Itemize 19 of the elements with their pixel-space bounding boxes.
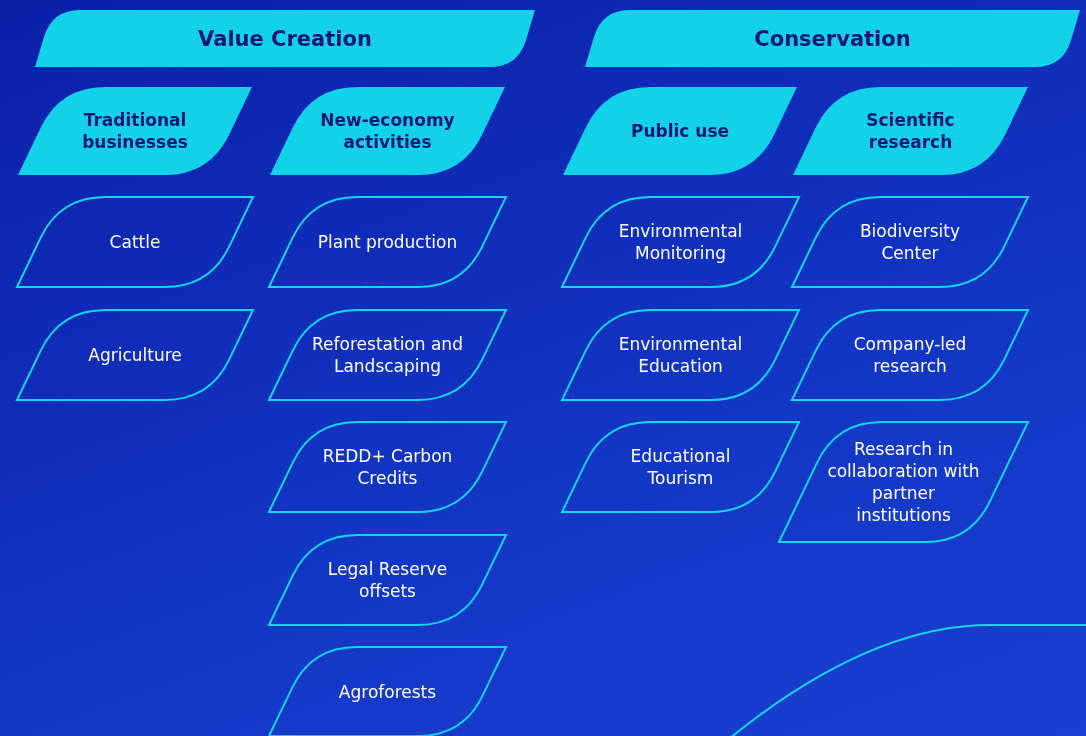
- activity-label: Agroforests: [337, 680, 438, 703]
- activity-label: Environmental Education: [617, 333, 744, 377]
- activity-label: Environmental Monitoring: [617, 220, 744, 264]
- activity-label: Agriculture: [87, 344, 183, 366]
- pillar-heading: Conservation: [753, 27, 912, 50]
- activity-label: Cattle: [108, 231, 162, 253]
- activity-label: Company-led research: [852, 333, 968, 377]
- category-heading: Public use: [629, 120, 731, 142]
- activity-label: Biodiversity Center: [858, 220, 962, 264]
- activity-label: Reforestation and Landscaping: [311, 333, 464, 377]
- activity-label: Educational Tourism: [629, 445, 732, 489]
- category-heading: Scientific research: [865, 109, 956, 153]
- activity-label: Research in collaboration with partner institutions: [826, 438, 981, 526]
- pillar-heading: Value Creation: [197, 27, 373, 50]
- activity-label: REDD+ Carbon Credits: [321, 445, 454, 489]
- category-heading: Traditional businesses: [81, 109, 189, 153]
- category-heading: New-economy activities: [319, 109, 456, 153]
- activity-label: Legal Reserve offsets: [326, 558, 449, 602]
- activity-label: Plant production: [316, 231, 459, 253]
